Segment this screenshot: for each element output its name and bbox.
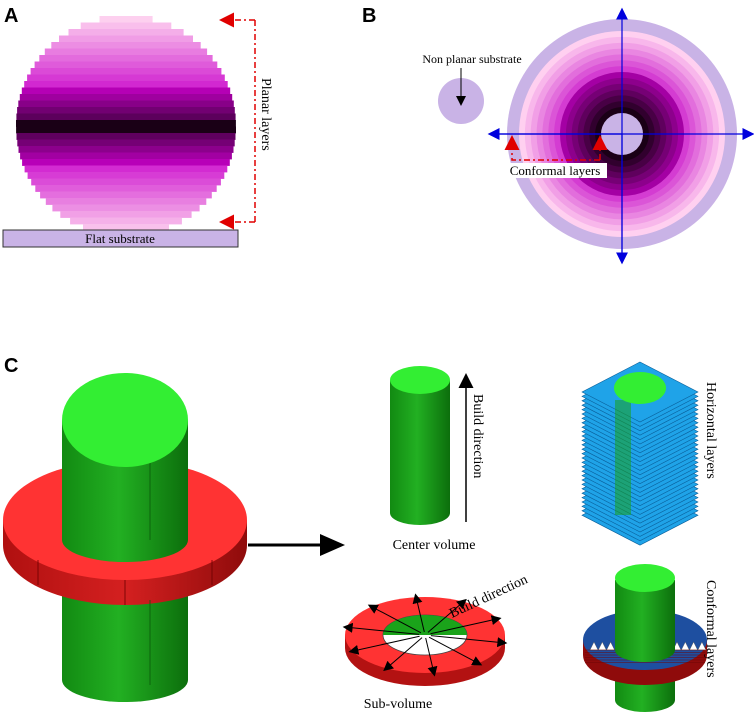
- horizontal-top-cap: [614, 372, 666, 404]
- planar-layer-band: [60, 211, 192, 218]
- planar-layer-band: [16, 133, 236, 140]
- panel-a-letter: A: [4, 5, 18, 27]
- panel-b: B Non planar substrate Conformal layers: [362, 5, 754, 265]
- radial-arrow: [348, 635, 420, 655]
- horizontal-layers-label: Horizontal layers: [703, 382, 718, 479]
- planar-layer-band: [83, 224, 169, 231]
- planar-layer-band: [27, 74, 225, 82]
- planar-layer-band: [17, 107, 235, 114]
- radial-arrow: [383, 637, 423, 672]
- planar-layer-band: [19, 94, 233, 101]
- planar-layer-band: [27, 172, 225, 179]
- radial-arrow: [428, 636, 483, 666]
- panel-a: A Flat substrate Planar layers: [2, 5, 273, 248]
- planar-layer-band: [16, 126, 236, 134]
- planar-layer-band: [17, 139, 235, 147]
- flat-substrate-label: Flat substrate: [85, 231, 155, 246]
- inner-cylinder-visible: [615, 400, 631, 515]
- split-arrow-head: [320, 534, 345, 556]
- conformal-cylinder-upper: [615, 580, 675, 662]
- radial-arrow: [430, 635, 508, 648]
- cylinder-lower: [62, 590, 188, 702]
- non-planar-substrate-label: Non planar substrate: [422, 52, 521, 66]
- panel-b-letter: B: [362, 5, 376, 27]
- planar-layer-band: [52, 204, 200, 212]
- horizontal-layer-stack: [581, 361, 699, 546]
- planar-layer-band: [68, 29, 184, 36]
- planar-layer-band: [16, 113, 236, 121]
- planar-layer-band: [59, 35, 193, 43]
- center-volume-label: Center volume: [393, 538, 476, 553]
- conformal-label-bg: [503, 163, 607, 178]
- planar-layer-band: [80, 22, 172, 30]
- radial-arrow: [342, 622, 420, 635]
- radial-arrow: [425, 637, 438, 677]
- planar-layer-band: [18, 146, 234, 153]
- panel-c: C Build direction Center v: [3, 355, 718, 712]
- planar-layer-band: [39, 55, 213, 62]
- cylinder-top: [62, 373, 188, 467]
- planar-layer-band: [35, 185, 217, 192]
- radial-arrow: [430, 615, 502, 635]
- radial-arrow: [412, 593, 425, 633]
- center-volume: Build direction Center volume: [390, 366, 485, 553]
- planar-layer-band: [44, 48, 208, 56]
- planar-layer-band: [99, 16, 153, 23]
- combined-part: [3, 373, 247, 702]
- panel-c-letter: C: [4, 355, 18, 377]
- planar-layer-band: [51, 42, 201, 49]
- conformal-layers-label: Conformal layers: [703, 580, 718, 678]
- planar-layer-band: [22, 159, 230, 166]
- planar-layers-label: Planar layers: [258, 78, 273, 151]
- radial-arrow: [367, 604, 422, 634]
- planar-layer-band: [24, 165, 228, 173]
- radial-arrows: [342, 593, 508, 677]
- horizontal-layers-part: Horizontal layers: [581, 361, 718, 546]
- sub-volume: Build direction Sub-volume: [342, 572, 530, 712]
- center-volume-body: [390, 380, 450, 525]
- planar-layer-band: [24, 81, 228, 88]
- planar-layer-band: [20, 152, 232, 160]
- planar-layer-band: [18, 100, 234, 108]
- planar-layer-band: [45, 198, 207, 205]
- planar-layer-band: [30, 68, 222, 75]
- center-volume-top: [390, 366, 450, 394]
- planar-layer-band: [31, 178, 221, 186]
- planar-layer-band: [70, 217, 182, 225]
- conformal-layers-part: Conformal layers: [583, 564, 718, 712]
- sub-volume-label: Sub-volume: [364, 697, 432, 712]
- conformal-arrow-outer: [504, 135, 600, 161]
- conformal-layers-label: Conformal layers: [510, 163, 601, 178]
- planar-layer-band: [21, 87, 231, 95]
- planar-layer-band: [34, 61, 218, 69]
- conformal-cylinder-top: [615, 564, 675, 592]
- radial-arrow: [427, 598, 467, 633]
- planar-layer-band: [40, 191, 212, 199]
- flat-substrate: [2, 229, 239, 248]
- build-direction-label: Build direction: [470, 394, 485, 478]
- planar-layers-disc: [16, 16, 236, 231]
- planar-layer-band: [16, 120, 236, 127]
